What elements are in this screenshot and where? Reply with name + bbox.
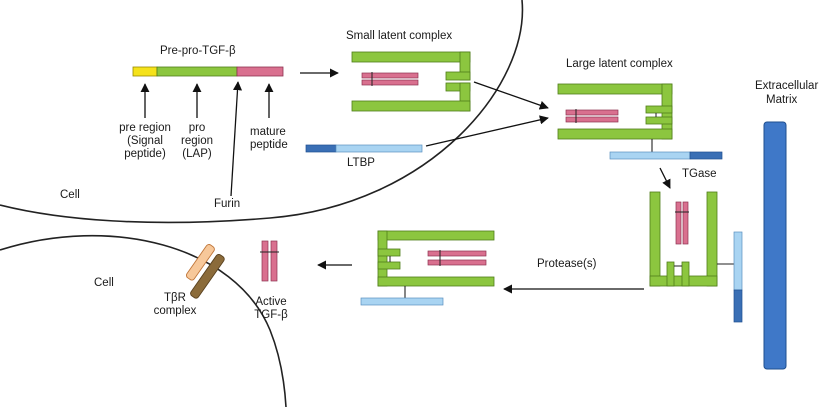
extracellular-matrix-label-line1: Extracellular (755, 80, 819, 92)
ecm-bound-latent-complex (649, 191, 743, 323)
mature-peptide-segment (236, 66, 284, 77)
small-latent-complex (351, 51, 471, 112)
ltbp-label: LTBP (347, 157, 375, 169)
arrow-ltbp-to-large (425, 115, 549, 147)
cell-top-label: Cell (60, 189, 80, 201)
pre-pro-tgf-beta-bar (132, 66, 284, 77)
small-latent-complex-label: Small latent complex (346, 30, 453, 42)
cell-membrane-top (0, 0, 524, 224)
tgase-label: TGase (682, 168, 717, 180)
protease-label: Protease(s) (537, 258, 597, 270)
tgase-arrow (659, 167, 671, 189)
arrow-small-to-large (473, 81, 549, 110)
extracellular-matrix-label-line2: Matrix (766, 94, 798, 106)
signal-peptide-segment (132, 66, 158, 77)
furin-arrow (230, 81, 243, 197)
tbr-receptor-complex (185, 244, 225, 299)
cell-bottom-label: Cell (94, 277, 114, 289)
active-tgf-beta-label: Active TGF-β (254, 296, 288, 321)
pre-pro-tgf-beta-label: Pre-pro-TGF-β (160, 45, 236, 57)
pre-region-label: pre region (Signal peptide) (119, 122, 171, 160)
active-tgf-beta-dimer (260, 240, 279, 282)
large-latent-complex-label: Large latent complex (566, 58, 673, 70)
tbr-complex-label: TβR complex (153, 292, 197, 317)
mature-peptide-label: mature peptide (250, 126, 288, 151)
cell-membrane-bottom (0, 234, 287, 407)
extracellular-matrix-bar (763, 121, 787, 370)
large-latent-complex (557, 83, 723, 160)
released-latent-complex (360, 230, 495, 306)
ltbp-bar (305, 144, 423, 153)
pro-region-label: pro region (LAP) (181, 122, 213, 160)
lap-segment (156, 66, 238, 77)
furin-label: Furin (214, 198, 241, 210)
